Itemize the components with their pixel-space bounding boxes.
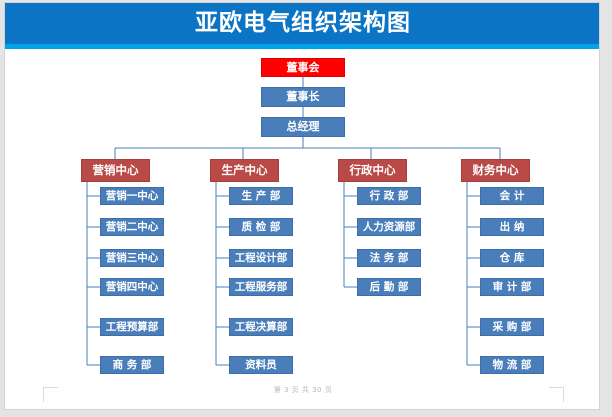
node-human-resources[interactable]: 人力资源部 (357, 218, 421, 236)
node-accounting[interactable]: 会 计 (480, 187, 544, 205)
node-production-dept[interactable]: 生 产 部 (229, 187, 293, 205)
connector-lines (86, 77, 501, 366)
crop-mark-left (43, 387, 58, 402)
node-distribution-dept[interactable]: 物 流 部 (480, 356, 544, 374)
node-board-of-directors[interactable]: 董事会 (261, 58, 345, 77)
node-quality-inspection[interactable]: 质 检 部 (229, 218, 293, 236)
node-audit-dept[interactable]: 审 计 部 (480, 278, 544, 296)
page-footer: 第 3 页 共 30 页 (273, 386, 333, 394)
node-marketing-1[interactable]: 营销一中心 (100, 187, 164, 205)
node-legal-affairs[interactable]: 法 务 部 (357, 249, 421, 267)
node-center-marketing[interactable]: 营销中心 (81, 159, 150, 182)
banner-accent-bar (5, 44, 599, 49)
document-page: 亚欧电气组织架构图 (4, 2, 600, 410)
node-center-finance[interactable]: 财务中心 (461, 159, 530, 182)
node-general-manager[interactable]: 总经理 (261, 117, 345, 137)
node-marketing-3[interactable]: 营销三中心 (100, 249, 164, 267)
node-document-clerk[interactable]: 资料员 (229, 356, 293, 374)
node-engineering-service[interactable]: 工程服务部 (229, 278, 293, 296)
node-center-production[interactable]: 生产中心 (210, 159, 279, 182)
node-chairman[interactable]: 董事长 (261, 87, 345, 107)
org-chart: 董事会 董事长 总经理 营销中心 生产中心 行政中心 财务中心 营销一中心 营销… (5, 49, 599, 379)
node-warehouse[interactable]: 仓 库 (480, 249, 544, 267)
node-marketing-2[interactable]: 营销二中心 (100, 218, 164, 236)
node-purchasing-dept[interactable]: 采 购 部 (480, 318, 544, 336)
node-logistics-support[interactable]: 后 勤 部 (357, 278, 421, 296)
page-title: 亚欧电气组织架构图 (195, 10, 411, 36)
banner-main-bar (5, 3, 599, 44)
crop-mark-right (549, 387, 564, 402)
node-business-affairs[interactable]: 商 务 部 (100, 356, 164, 374)
node-administration-dept[interactable]: 行 政 部 (357, 187, 421, 205)
title-banner: 亚欧电气组织架构图 (5, 3, 599, 49)
node-engineering-budget[interactable]: 工程预算部 (100, 318, 164, 336)
node-engineering-design[interactable]: 工程设计部 (229, 249, 293, 267)
node-engineering-settlement[interactable]: 工程决算部 (229, 318, 293, 336)
node-marketing-4[interactable]: 营销四中心 (100, 278, 164, 296)
node-center-administration[interactable]: 行政中心 (338, 159, 407, 182)
node-cashier[interactable]: 出 纳 (480, 218, 544, 236)
